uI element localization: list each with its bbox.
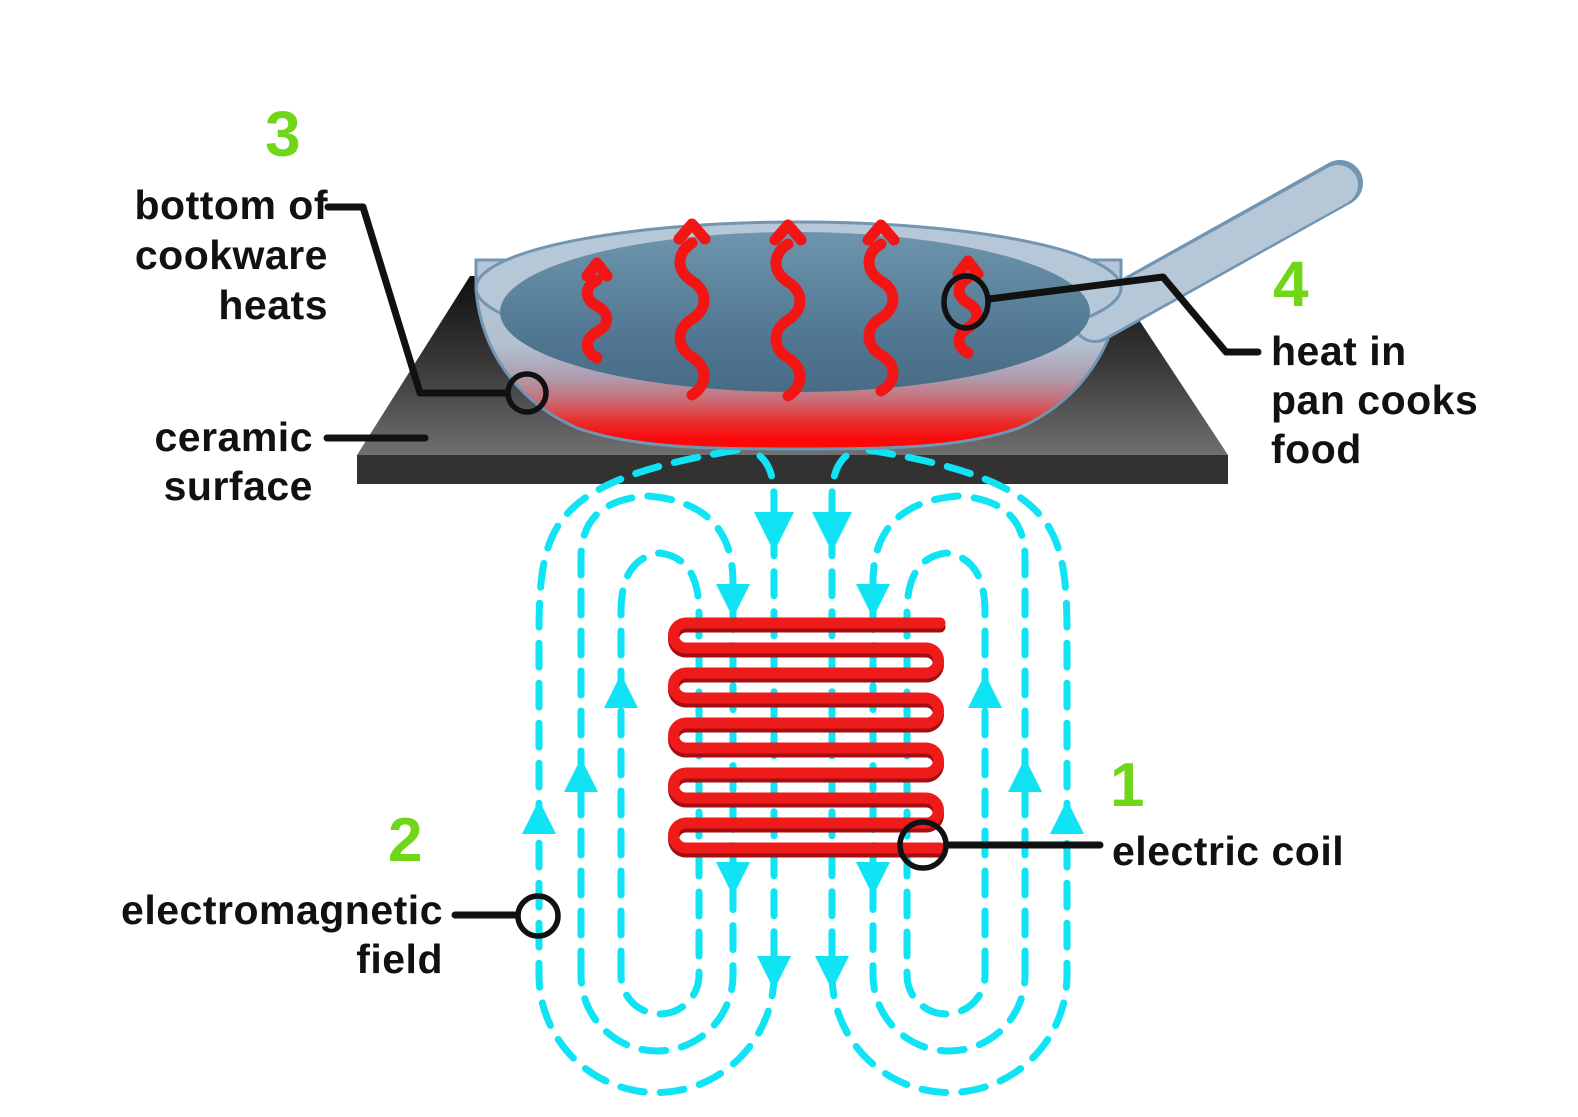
callout-label-line: electric coil xyxy=(1112,828,1345,874)
field-arrow-down xyxy=(856,862,890,896)
field-arrow-up xyxy=(604,674,638,708)
electric-coil-shape xyxy=(668,617,946,858)
field-arrow-up xyxy=(522,800,556,834)
callout-label-2: electromagnetic field xyxy=(95,886,443,984)
field-arrow-down xyxy=(856,584,890,618)
pan-handle xyxy=(1075,165,1358,340)
field-arrowheads xyxy=(522,512,1084,990)
callout-number-3: 3 xyxy=(265,98,301,170)
callout-label-line: heats xyxy=(218,282,328,328)
field-loop-left-outer xyxy=(535,446,778,1096)
field-loop-right-middle xyxy=(869,492,1029,1055)
field-loop-left-inner xyxy=(617,549,703,1018)
frying-pan xyxy=(474,160,1363,451)
callout-label-line: cookware xyxy=(134,232,328,278)
electromagnetic-field-lines xyxy=(535,446,1071,1096)
callout-label-line: pan cooks xyxy=(1271,377,1479,423)
heat-wave-arrows xyxy=(581,218,984,402)
callout-number-4: 4 xyxy=(1273,248,1309,320)
field-arrow-up xyxy=(1008,758,1042,792)
callout-marker-4 xyxy=(941,273,991,331)
callout-marker-2 xyxy=(515,893,561,939)
coil-winding xyxy=(668,617,946,854)
heat-wave-arrow xyxy=(581,257,613,364)
heat-wave-arrow xyxy=(769,219,807,402)
field-arrow-down xyxy=(754,512,794,552)
field-arrow-up xyxy=(564,758,598,792)
callout-label-3: bottom of cookware heats xyxy=(70,180,328,330)
heat-wave-arrow xyxy=(952,255,984,359)
callout-annotations xyxy=(323,203,1262,939)
callout-label-line: heat in xyxy=(1271,328,1407,374)
heat-wave-arrow xyxy=(673,218,711,401)
callout-label-4: heat in pan cooks food xyxy=(1271,327,1478,474)
ceramic-surface-label-line: surface xyxy=(163,463,313,509)
callout-number-2: 2 xyxy=(388,806,423,875)
callout-label-line: food xyxy=(1271,426,1362,472)
field-loop-right-outer xyxy=(828,446,1071,1096)
ceramic-surface-front xyxy=(357,455,1228,484)
ceramic-surface-label-line: ceramic xyxy=(154,414,313,460)
ceramic-surface-label: ceramic surface xyxy=(70,413,313,511)
callout-number-1: 1 xyxy=(1110,751,1145,820)
heat-wave-arrow xyxy=(862,219,900,397)
field-arrow-down xyxy=(757,956,791,990)
field-arrow-down xyxy=(716,584,750,618)
callout-marker-1 xyxy=(897,819,949,871)
callout-label-line: electromagnetic xyxy=(121,887,443,933)
callout-leader-3 xyxy=(324,203,510,397)
callout-label-line: field xyxy=(356,936,443,982)
field-arrow-down xyxy=(716,862,750,896)
field-arrow-down xyxy=(815,956,849,990)
callout-marker-3 xyxy=(505,371,549,415)
callout-label-1: electric coil xyxy=(1112,826,1344,876)
field-arrow-down xyxy=(812,512,852,552)
field-loop-left-middle xyxy=(577,492,737,1055)
callout-leader-4 xyxy=(985,273,1262,356)
field-arrow-up xyxy=(1050,800,1084,834)
field-loop-right-inner xyxy=(903,549,989,1018)
callout-label-line: bottom of xyxy=(134,182,328,228)
field-arrow-up xyxy=(968,674,1002,708)
